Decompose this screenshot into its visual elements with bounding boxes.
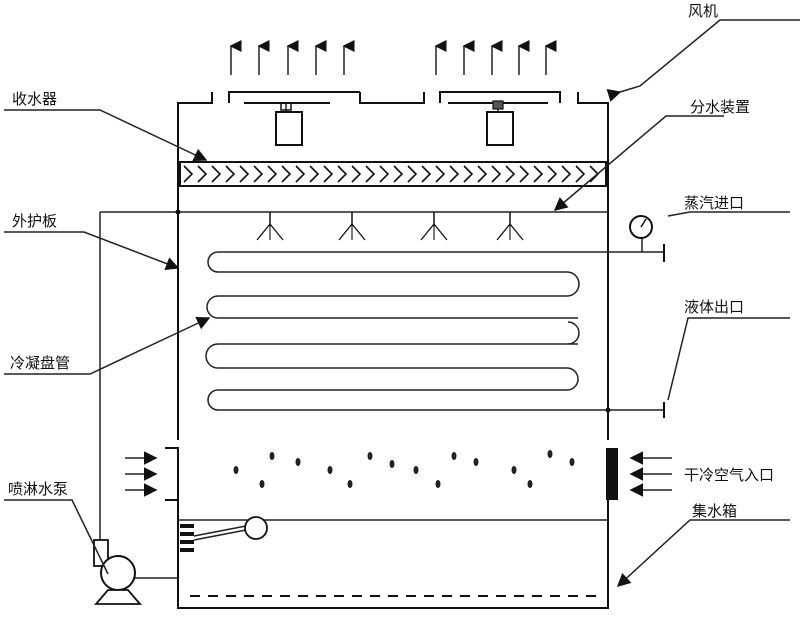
water-droplet — [295, 458, 301, 466]
label-outer-panel: 外护板 — [12, 212, 57, 230]
water-droplets — [233, 450, 575, 488]
pump-icon — [93, 539, 142, 605]
label-drift-eliminator: 收水器 — [12, 90, 57, 108]
chevron-mark — [267, 165, 278, 183]
label-water-distributor: 分水装置 — [690, 98, 750, 116]
fan-right — [448, 100, 548, 146]
water-droplet — [527, 480, 533, 488]
chevron-mark — [253, 165, 264, 183]
label-steam-inlet: 蒸汽进口 — [684, 194, 744, 212]
liquid-outlet-pipe — [605, 402, 665, 418]
chevron-mark — [351, 165, 362, 183]
label-liquid-outlet: 液体出口 — [684, 298, 744, 316]
chevron-mark — [561, 165, 572, 183]
chevron-mark — [239, 165, 250, 183]
chevron-mark — [407, 165, 418, 183]
water-droplet — [451, 452, 457, 460]
label-condensing-coil: 冷凝盘管 — [10, 354, 70, 372]
water-droplet — [569, 458, 575, 466]
water-droplet — [435, 480, 441, 488]
chevron-mark — [379, 165, 390, 183]
label-dry-cold-air-inlet: 干冷空气入口 — [684, 466, 774, 484]
chevron-mark — [519, 165, 530, 183]
drift-eliminator-band — [179, 161, 607, 187]
condensing-coil-tubes — [205, 251, 608, 411]
chevron-mark — [575, 165, 586, 183]
fan-left — [244, 102, 330, 146]
water-distribution-header — [100, 209, 608, 241]
label-water-collection-tank: 集水箱 — [692, 502, 737, 520]
water-droplet — [259, 480, 265, 488]
chevron-mark — [323, 165, 334, 183]
air-inlet-left — [125, 447, 179, 501]
chevron-mark — [211, 165, 222, 183]
label-fan: 风机 — [688, 2, 718, 20]
chevron-mark — [435, 165, 446, 183]
water-droplet — [327, 466, 333, 474]
spray-water-pipe — [99, 212, 178, 579]
air-inlet-right — [606, 448, 672, 500]
chevron-mark — [225, 165, 236, 183]
chevron-mark — [547, 165, 558, 183]
steam-inlet-pipe — [608, 238, 665, 262]
chevron-mark — [337, 165, 348, 183]
leader-lines — [4, 19, 800, 588]
chevron-mark — [421, 165, 432, 183]
chevron-mark — [183, 165, 194, 183]
exhaust-air-arrows — [229, 40, 557, 75]
chevron-mark — [449, 165, 460, 183]
float-valve-icon — [180, 516, 268, 552]
chevron-mark — [533, 165, 544, 183]
water-droplet — [413, 466, 419, 474]
chevron-mark — [463, 165, 474, 183]
outer-casing — [177, 160, 609, 440]
chevron-mark — [491, 165, 502, 183]
water-droplet — [511, 466, 517, 474]
chevron-mark — [505, 165, 516, 183]
water-droplet — [473, 458, 479, 466]
chevron-mark — [309, 165, 320, 183]
water-droplet — [367, 452, 373, 460]
water-droplet — [347, 480, 353, 488]
water-collection-tank — [177, 500, 609, 609]
pressure-gauge-icon — [629, 215, 653, 239]
chevron-mark — [295, 165, 306, 183]
water-droplet — [389, 460, 395, 468]
chevron-mark — [197, 165, 208, 183]
water-droplet — [269, 452, 275, 460]
chevron-mark — [393, 165, 404, 183]
water-droplet — [233, 466, 239, 474]
label-spray-pump: 喷淋水泵 — [8, 480, 68, 498]
chevron-mark — [365, 165, 376, 183]
chevron-mark — [281, 165, 292, 183]
chevron-mark — [477, 165, 488, 183]
top-housing — [177, 91, 609, 160]
water-droplet — [547, 450, 553, 458]
